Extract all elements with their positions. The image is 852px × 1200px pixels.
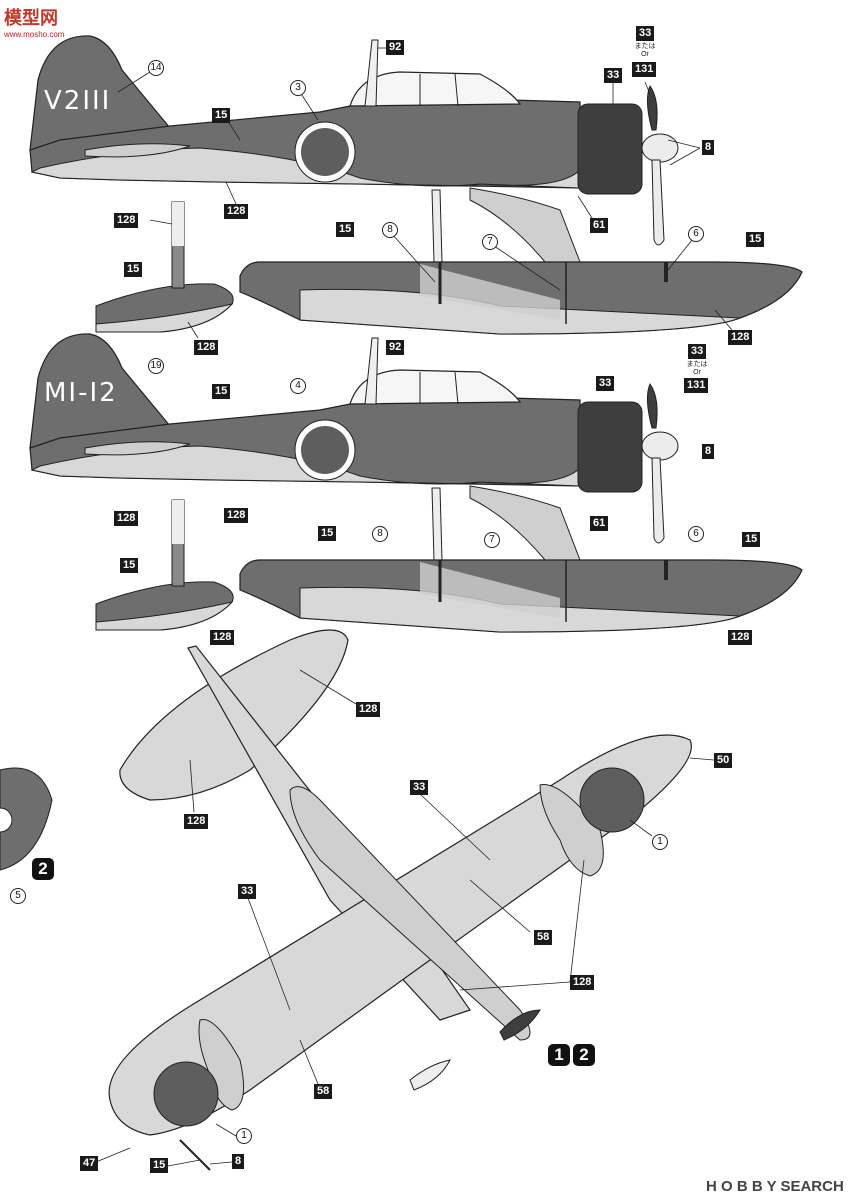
version-badge-1: 1 [548,1044,570,1066]
aircraft-2-profile [29,333,803,633]
callout-tag: 61 [590,516,609,531]
callout-circle: 8 [372,526,388,542]
callout-tag: 128 [728,630,753,645]
callout-tag: 33 [238,884,257,899]
callout-tag: 128 [224,204,249,219]
version-badge-2: 2 [573,1044,595,1066]
callout-tag: 15 [336,222,355,237]
callout-tag: 15 [212,384,231,399]
callout-tag: 15 [742,532,761,547]
leader-lines [95,47,733,1167]
callout-tag: 8 [702,444,715,459]
callout-tag: 92 [386,40,405,55]
callout-or-text: または Or [634,43,656,58]
callout-circle: 1 [652,834,668,850]
plan-view-underside [0,629,692,1171]
callout-tag: 131 [632,62,657,77]
callout-tag: 50 [714,753,733,768]
callout-tag: 15 [212,108,231,123]
aircraft-1-tail-code: V2III [44,86,112,116]
callout-tag: 33 [636,26,655,41]
callout-tag: 61 [590,218,609,233]
callout-tag: 33 [596,376,615,391]
callout-tag: 8 [232,1154,245,1169]
watermark-url: www.mosho.com [4,30,65,39]
callout-circle: 6 [688,226,704,242]
callout-circle: 1 [236,1128,252,1144]
callout-circle: 19 [148,358,164,374]
callout-tag: 33 [688,344,707,359]
aircraft-1-fin [29,35,172,151]
callout-circle: 7 [482,234,498,250]
callout-tag: 128 [210,630,235,645]
callout-tag: 128 [114,511,139,526]
version-badge-2: 2 [32,858,54,880]
aircraft-1-profile [29,35,803,335]
callout-tag: 128 [184,814,209,829]
callout-circle: 6 [688,526,704,542]
callout-tag: 33 [604,68,623,83]
callout-tag: 131 [684,378,709,393]
callout-tag: 15 [124,262,143,277]
callout-circle: 7 [484,532,500,548]
callout-tag: 128 [356,702,381,717]
watermark-brand: 模型网 [4,8,58,29]
callout-circle: 8 [382,222,398,238]
callout-tag: 92 [386,340,405,355]
aircraft-2-tail-code: MI-I2 [44,378,118,408]
callout-tag: 15 [746,232,765,247]
callout-tag: 15 [318,526,337,541]
watermark-logo: 模型网 www.mosho.com [4,4,64,39]
callout-circle: 4 [290,378,306,394]
callout-tag: 128 [194,340,219,355]
callout-tag: 47 [80,1156,99,1171]
callout-tag: 58 [314,1084,333,1099]
callout-tag: 33 [410,780,429,795]
watermark-bottom: H O B B Y SEARCH [706,1178,844,1195]
callout-tag: 128 [728,330,753,345]
callout-tag: 128 [114,213,139,228]
callout-tag: 15 [150,1158,169,1173]
callout-tag: 128 [570,975,595,990]
callout-circle: 5 [10,888,26,904]
callout-tag: 58 [534,930,553,945]
callout-or-text: または Or [686,361,708,376]
callout-tag: 128 [224,508,249,523]
callout-tag: 8 [702,140,715,155]
callout-circle: 3 [290,80,306,96]
callout-circle: 14 [148,60,164,76]
callout-tag: 15 [120,558,139,573]
